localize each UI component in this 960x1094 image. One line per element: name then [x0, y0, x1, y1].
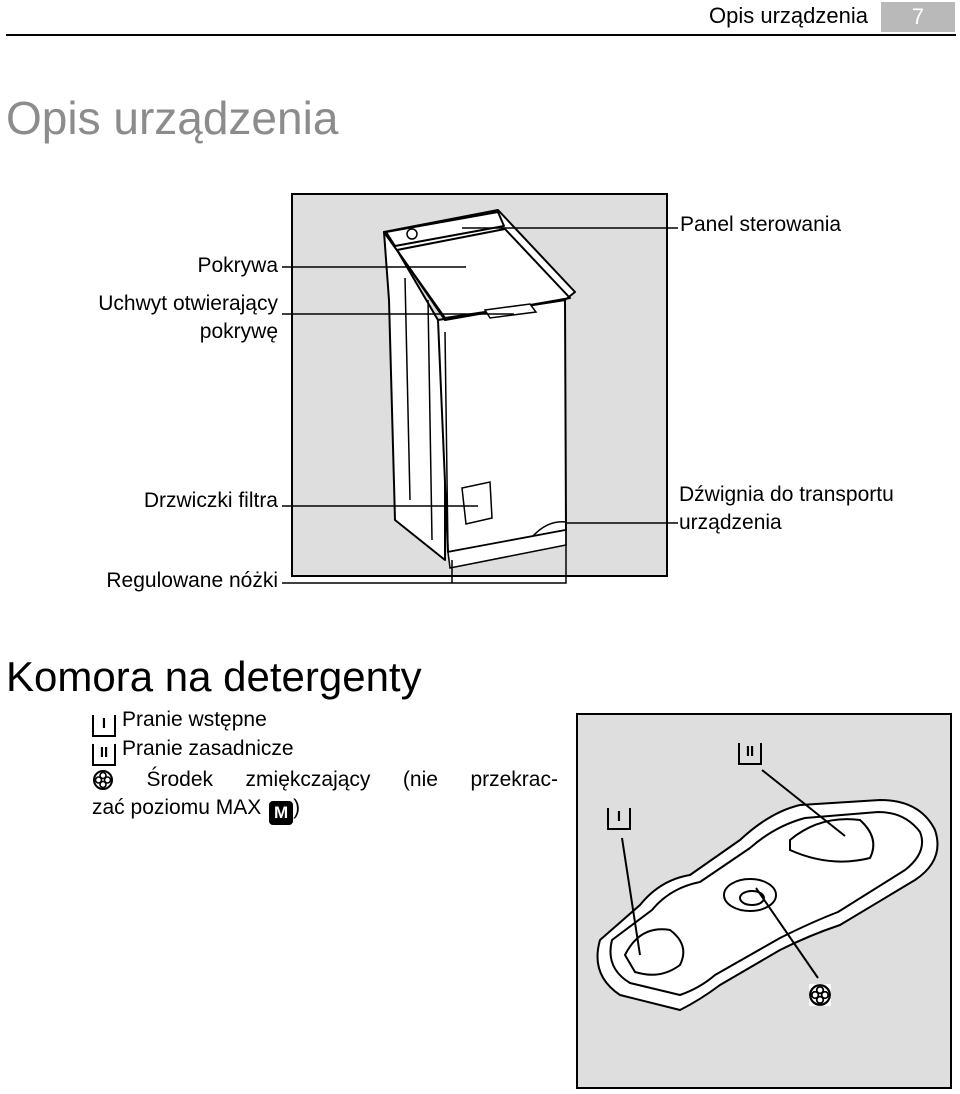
softener-line-2: zać poziomu MAX	[92, 796, 262, 819]
max-level-icon: M	[269, 801, 294, 825]
legend-mainwash-text: Pranie zasadnicze	[122, 737, 294, 760]
label-lid-handle-2: pokrywę	[199, 320, 278, 343]
softener-closing: )	[293, 796, 301, 819]
label-adjustable-feet: Regulowane nóżki	[106, 569, 278, 592]
softener-word-2: zmiękczający	[245, 768, 371, 791]
label-transport-lever-1: Dźwignia do transportu	[679, 483, 894, 506]
prewash-compartment-icon: I	[92, 715, 116, 737]
softener-word-4: przekrac-	[470, 768, 558, 791]
flower-softener-icon	[92, 766, 114, 794]
label-control-panel: Panel sterowania	[680, 213, 842, 236]
label-lid: Pokrywa	[197, 254, 278, 277]
diagram-mainwash-symbol: II	[738, 741, 768, 765]
page-number-badge: 7	[881, 2, 955, 32]
legend-prewash: I Pranie wstępne	[92, 706, 267, 737]
legend-prewash-text: Pranie wstępne	[122, 708, 267, 731]
page-title: Opis urządzenia	[6, 92, 339, 144]
label-lid-handle-1: Uchwyt otwierający	[98, 292, 278, 315]
header-rule	[6, 34, 956, 36]
softener-word-3: (nie	[402, 768, 438, 791]
legend-softener: Środek zmiękczający (nie przekrac- zać p…	[92, 766, 558, 825]
section-title-detergent: Komora na detergenty	[6, 653, 422, 700]
diagram-softener-icon	[808, 983, 832, 1012]
label-filter-door: Drzwiczki filtra	[143, 489, 278, 512]
mainwash-compartment-icon: II	[92, 744, 116, 766]
diagram-prewash-symbol: I	[607, 806, 637, 830]
legend-mainwash: II Pranie zasadnicze	[92, 735, 294, 766]
softener-word-1: Środek	[146, 768, 214, 791]
running-header-title: Opis urządzenia	[709, 3, 868, 28]
label-transport-lever-2: urządzenia	[679, 511, 782, 534]
